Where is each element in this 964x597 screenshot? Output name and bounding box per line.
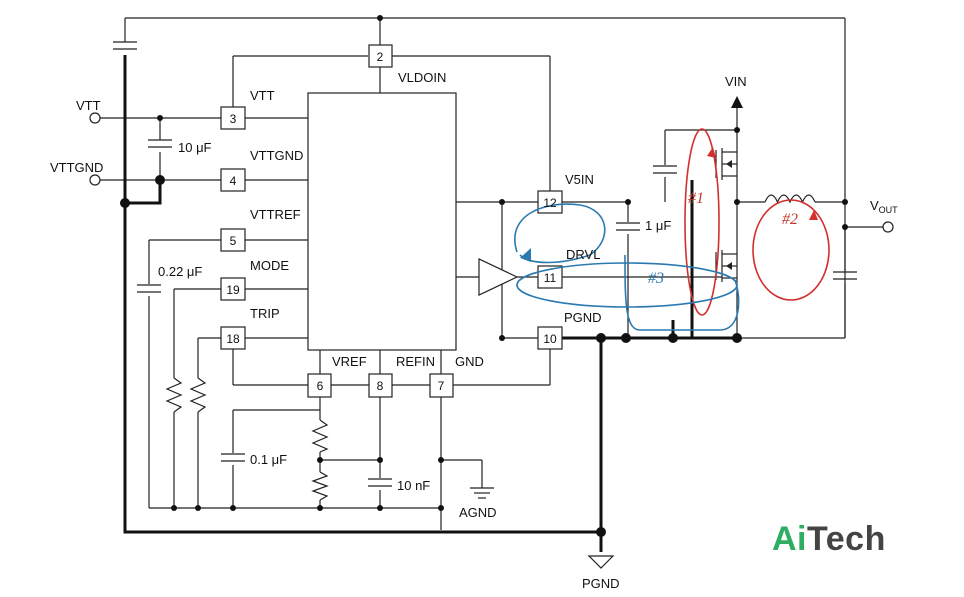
component-labels: 10 μF 0.22 μF 0.1 μF 10 nF 1 μF	[158, 140, 671, 493]
pgnd-ground-icon	[587, 555, 615, 569]
vttgnd-terminal	[89, 174, 101, 186]
label-vtt-input: VTT	[76, 98, 101, 113]
drvl-driver	[478, 258, 519, 296]
pin-10: 10	[543, 332, 557, 346]
agnd-ground-icon	[470, 487, 494, 499]
loop-2	[752, 199, 830, 301]
label-pgnd: PGND	[582, 576, 620, 591]
pin-18: 18	[226, 332, 240, 346]
pin-11: 11	[544, 271, 557, 285]
resistor-lower	[311, 471, 329, 501]
resistor-trip	[165, 377, 183, 413]
capacitor-10uf	[148, 139, 172, 148]
label-pgnd-pin: PGND	[564, 310, 602, 325]
capacitor-top	[113, 41, 137, 50]
label-vttgnd: VTTGND	[250, 148, 303, 163]
brand-ai: Ai	[772, 520, 807, 558]
label-loop-3: #3	[648, 270, 664, 287]
label-vtt: VTT	[250, 88, 275, 103]
capacitor-input	[653, 165, 677, 174]
label-gnd: GND	[455, 354, 484, 369]
label-refin: REFIN	[396, 354, 435, 369]
label-vttref: VTTREF	[250, 207, 301, 222]
label-022uf: 0.22 μF	[158, 264, 202, 279]
capacitor-10nf	[368, 478, 392, 487]
vin-arrow-icon	[731, 96, 743, 108]
label-agnd: AGND	[459, 505, 497, 520]
label-10uf: 10 μF	[178, 140, 212, 155]
label-01uf: 0.1 μF	[250, 452, 287, 467]
label-vin: VIN	[725, 74, 747, 89]
pin-8: 8	[377, 379, 384, 393]
resistor-upper	[311, 419, 329, 453]
pin-4: 4	[230, 174, 237, 188]
label-10nf: 10 nF	[397, 478, 430, 493]
brand-logo: AiTech	[772, 520, 886, 559]
ic-body	[307, 92, 457, 351]
label-vldoin: VLDOIN	[398, 70, 446, 85]
thick-ground-wires	[123, 55, 737, 552]
label-drvl: DRVL	[566, 247, 600, 262]
loop-1	[684, 128, 720, 316]
label-vout: VOUT	[870, 198, 898, 215]
terminals	[89, 112, 894, 233]
signal-labels: VLDOIN VTT VTTGND VTTREF MODE TRIP VREF …	[250, 70, 602, 369]
loop-labels: #1 #2 #3	[648, 190, 798, 287]
vtt-terminal	[89, 112, 101, 124]
label-loop-1: #1	[688, 190, 704, 207]
vout-terminal	[882, 221, 894, 233]
capacitor-022uf	[137, 284, 161, 293]
pin-5: 5	[230, 234, 237, 248]
resistors	[165, 377, 329, 501]
external-labels: VTT VTTGND VIN VOUT AGND PGND	[50, 74, 898, 591]
label-v5in: V5IN	[565, 172, 594, 187]
high-side-mosfet	[715, 148, 737, 180]
pin-7: 7	[438, 379, 445, 393]
label-vttgnd-input: VTTGND	[50, 160, 103, 175]
pin-6: 6	[317, 379, 324, 393]
junction-dots	[120, 15, 848, 537]
brand-tech: Tech	[807, 520, 886, 558]
pin-2: 2	[377, 50, 384, 64]
inductor	[764, 194, 816, 204]
pin-3: 3	[230, 112, 237, 126]
label-1uf: 1 μF	[645, 218, 671, 233]
pin-numbers: 2 3 4 5 19 18 6 8 7 12 11 10	[226, 50, 557, 393]
pin-boxes	[220, 44, 563, 398]
capacitor-1uf	[616, 222, 640, 231]
pin-19: 19	[226, 283, 240, 297]
label-vref: VREF	[332, 354, 367, 369]
capacitor-01uf	[221, 453, 245, 462]
loop-3	[514, 203, 740, 331]
capacitors	[113, 41, 857, 487]
label-loop-2: #2	[782, 211, 798, 228]
capacitor-output	[833, 271, 857, 280]
resistor-mode	[189, 377, 207, 413]
label-trip: TRIP	[250, 306, 280, 321]
label-mode: MODE	[250, 258, 289, 273]
pin-12: 12	[543, 196, 557, 210]
